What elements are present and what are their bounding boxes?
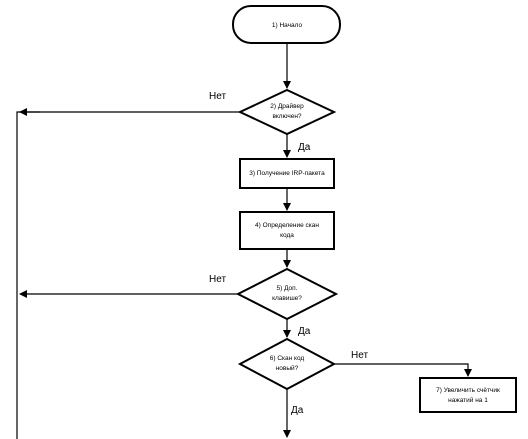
decision-extra-key-line1: 5) Доп. xyxy=(276,285,297,292)
process-get-irp: 3) Получение IRP-пакета xyxy=(239,158,335,189)
process-scan-code-line1: 4) Определение скан xyxy=(255,222,319,229)
process-scan-code-line2: кода xyxy=(280,232,294,239)
decision-scan-new-line1: 6) Скан код xyxy=(270,355,305,362)
decision-scan-new-line2: новый? xyxy=(276,364,299,372)
label-yes-3: Да xyxy=(291,405,304,416)
label-yes-1: Да xyxy=(298,142,311,153)
process-increment-line2: нажатий на 1 xyxy=(448,396,488,404)
label-no-2: Нет xyxy=(209,274,226,285)
start-node-label: 1) Начало xyxy=(272,22,303,29)
decision-driver-enabled-line1: 2) Драйвер xyxy=(270,102,304,110)
edge-driver-no xyxy=(16,111,240,439)
decision-driver-enabled: 2) Драйвер включен? xyxy=(237,88,337,136)
connectors xyxy=(16,44,472,439)
label-no-1: Нет xyxy=(209,91,226,102)
edge-scan-new-no xyxy=(334,363,472,377)
decision-driver-enabled-line2: включен? xyxy=(272,113,301,120)
process-increment-line1: 7) Увеличить счётчик xyxy=(436,387,500,394)
process-scan-code: 4) Определение скан кода xyxy=(239,211,335,250)
start-node: 1) Начало xyxy=(232,5,341,44)
decision-scan-new: 6) Скан код новый? xyxy=(237,337,337,391)
process-increment: 7) Увеличить счётчик нажатий на 1 xyxy=(419,377,517,413)
decision-extra-key: 5) Доп. клавише? xyxy=(235,267,339,321)
label-yes-2: Да xyxy=(298,326,311,337)
label-no-3: Нет xyxy=(351,350,368,361)
process-get-irp-label: 3) Получение IRP-пакета xyxy=(249,170,325,177)
decision-extra-key-line2: клавише? xyxy=(272,295,302,302)
